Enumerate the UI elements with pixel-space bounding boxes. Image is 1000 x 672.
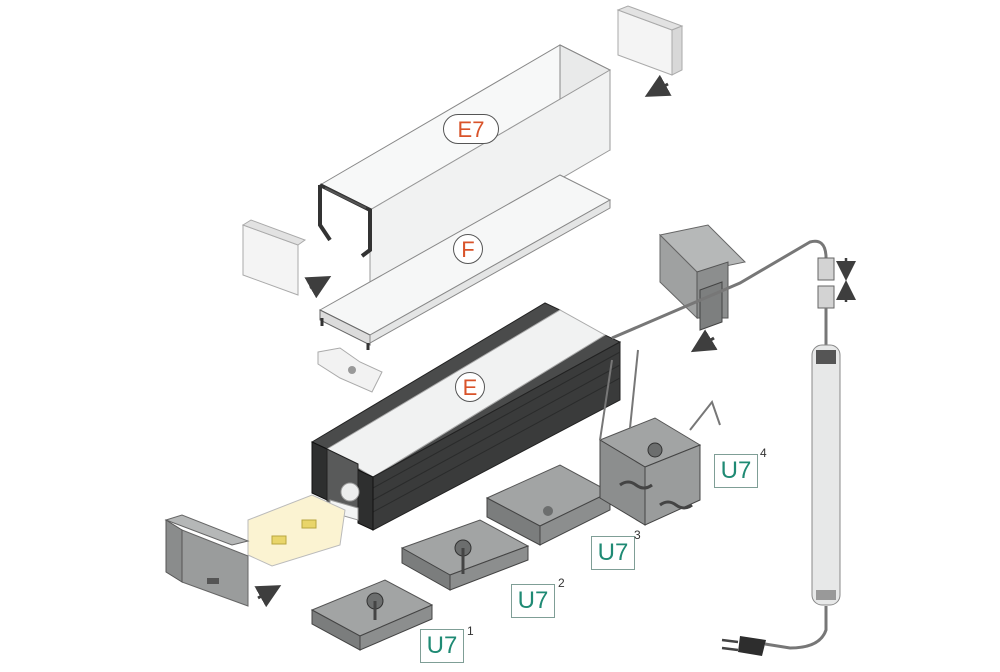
label-e: E bbox=[455, 372, 485, 402]
label-e7: E7 bbox=[443, 114, 499, 144]
end-cap-e7 bbox=[616, 5, 684, 76]
bracket-u7-2 bbox=[400, 519, 530, 591]
end-cap-f bbox=[241, 219, 307, 296]
bracket-u7-1 bbox=[310, 579, 434, 651]
led-driver bbox=[811, 344, 841, 606]
mains-plug bbox=[721, 636, 766, 656]
label-u7-2: U7 bbox=[511, 584, 555, 618]
label-u7-2-superscript: 2 bbox=[558, 576, 565, 590]
mains-cable bbox=[764, 606, 828, 650]
label-u7-3: U7 bbox=[591, 536, 635, 570]
bracket-u7-4 bbox=[598, 349, 721, 526]
label-u7-4: U7 bbox=[714, 454, 758, 488]
led-chip bbox=[271, 535, 287, 545]
end-cap-feed-through bbox=[164, 514, 250, 607]
arrow-end-cap-left bbox=[254, 585, 282, 608]
label-f: F bbox=[453, 234, 483, 264]
power-cable bbox=[611, 239, 828, 340]
end-cap-cable bbox=[658, 224, 747, 331]
arrow-end-cap-right bbox=[690, 329, 718, 353]
led-chip bbox=[301, 519, 317, 529]
bracket-u7-3 bbox=[485, 464, 612, 546]
arrow-end-cap-e7 bbox=[644, 74, 672, 97]
spring-clip bbox=[317, 347, 383, 393]
cable-connector bbox=[817, 257, 835, 309]
label-u7-4-superscript: 4 bbox=[760, 446, 767, 460]
label-u7-1-superscript: 1 bbox=[467, 624, 474, 638]
label-u7-1: U7 bbox=[420, 629, 464, 663]
label-u7-3-superscript: 3 bbox=[634, 528, 641, 542]
led-strip bbox=[247, 482, 360, 567]
arrow-end-cap-f bbox=[304, 276, 332, 299]
